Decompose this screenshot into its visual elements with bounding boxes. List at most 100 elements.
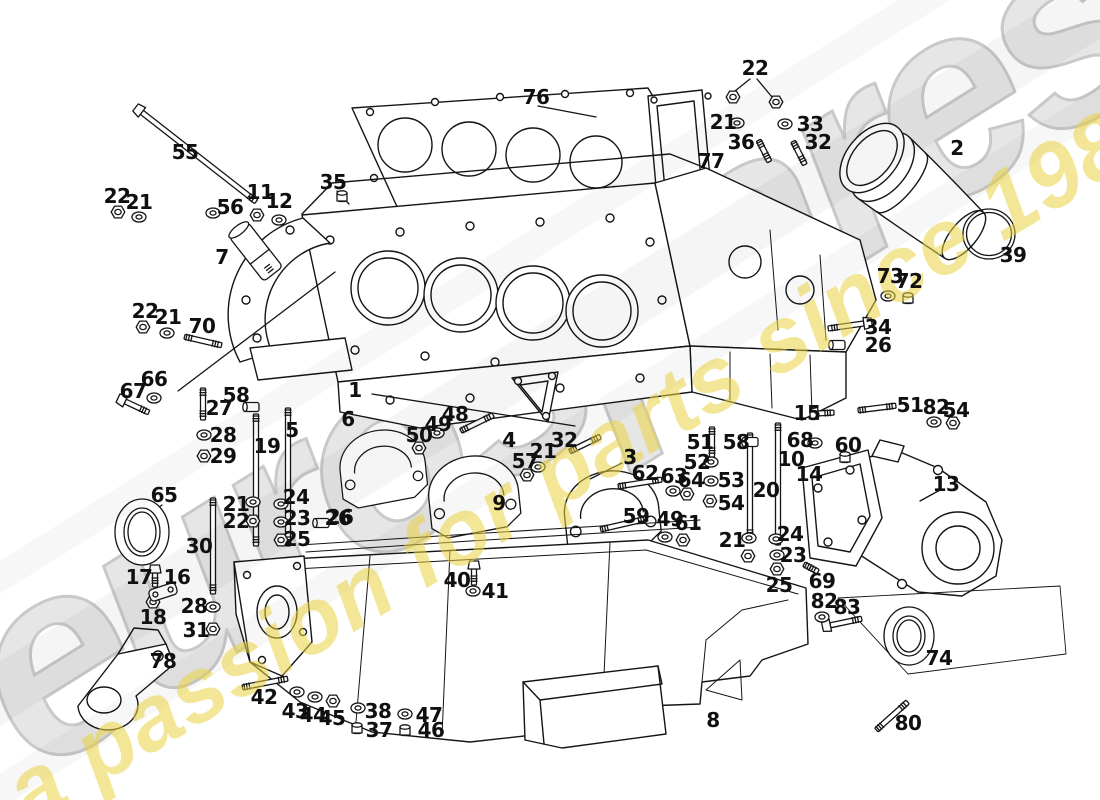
plug-icon bbox=[351, 722, 363, 735]
washer-icon bbox=[729, 117, 745, 129]
part-callout-68: 68 bbox=[786, 428, 814, 452]
part-callout-80: 80 bbox=[894, 711, 922, 735]
part-callout-44: 44 bbox=[299, 703, 327, 727]
part-callout-54: 54 bbox=[717, 491, 745, 515]
plug-icon bbox=[336, 190, 348, 203]
washer-icon bbox=[159, 327, 175, 339]
part-callout-28: 28 bbox=[209, 423, 237, 447]
part-callout-24: 24 bbox=[776, 522, 804, 546]
part-callout-36: 36 bbox=[727, 130, 755, 154]
plug-icon bbox=[839, 451, 851, 464]
part-callout-22: 22 bbox=[131, 299, 159, 323]
part-callout-65: 65 bbox=[150, 483, 178, 507]
stud-icon bbox=[183, 333, 223, 349]
washer-icon bbox=[814, 611, 830, 623]
part-callout-1: 1 bbox=[348, 378, 362, 402]
part-callout-21: 21 bbox=[125, 190, 153, 214]
part-callout-41: 41 bbox=[481, 579, 509, 603]
part-callout-16: 16 bbox=[163, 565, 191, 589]
part-callout-4: 4 bbox=[502, 428, 516, 452]
part-callout-37: 37 bbox=[365, 718, 393, 742]
washer-icon bbox=[205, 207, 221, 219]
stud-icon bbox=[756, 138, 772, 164]
nut-icon bbox=[249, 208, 265, 222]
part-callout-14: 14 bbox=[795, 462, 823, 486]
sleeve-icon bbox=[312, 517, 330, 529]
part-callout-8: 8 bbox=[706, 708, 720, 732]
part-callout-28: 28 bbox=[180, 594, 208, 618]
nut-icon bbox=[769, 562, 785, 576]
rear-cover-outline bbox=[837, 585, 1067, 675]
washer-icon bbox=[703, 456, 719, 468]
part-callout-24: 24 bbox=[282, 485, 310, 509]
nut-icon bbox=[110, 205, 126, 219]
part-callout-34: 34 bbox=[864, 315, 892, 339]
part-callout-56: 56 bbox=[216, 195, 244, 219]
washer-icon bbox=[926, 416, 942, 428]
washer-icon bbox=[131, 211, 147, 223]
nut-icon bbox=[675, 533, 691, 547]
part-callout-21: 21 bbox=[709, 110, 737, 134]
part-callout-52: 52 bbox=[683, 450, 711, 474]
part-callout-62: 62 bbox=[631, 461, 659, 485]
part-callout-11: 11 bbox=[246, 180, 274, 204]
oil-sump-part-8 bbox=[233, 539, 809, 749]
part-callout-12: 12 bbox=[265, 189, 293, 213]
part-callout-5: 5 bbox=[285, 418, 299, 442]
washer-icon bbox=[350, 702, 366, 714]
part-callout-53: 53 bbox=[717, 468, 745, 492]
sleeve-icon bbox=[741, 436, 759, 448]
part-callout-2: 2 bbox=[950, 136, 964, 160]
plate-icon bbox=[148, 582, 178, 602]
bolt-icon bbox=[467, 560, 481, 586]
part-callout-67: 67 bbox=[119, 379, 147, 403]
nut-icon bbox=[325, 694, 341, 708]
washer-icon bbox=[429, 427, 445, 439]
stud-icon bbox=[790, 139, 808, 167]
part-callout-23: 23 bbox=[779, 543, 807, 567]
bolt-icon bbox=[148, 564, 162, 588]
part-callout-45: 45 bbox=[318, 706, 346, 730]
washer-icon bbox=[271, 214, 287, 226]
part-callout-48: 48 bbox=[441, 402, 469, 426]
stud-icon bbox=[209, 497, 217, 595]
seal-icon bbox=[114, 498, 170, 566]
part-callout-55: 55 bbox=[171, 140, 199, 164]
washer-icon bbox=[245, 496, 261, 508]
nut-icon bbox=[245, 514, 261, 528]
part-callout-61: 61 bbox=[674, 511, 702, 535]
part-callout-21: 21 bbox=[718, 528, 746, 552]
part-callout-54: 54 bbox=[942, 398, 970, 422]
part-callout-58: 58 bbox=[222, 383, 250, 407]
part-callout-35: 35 bbox=[319, 170, 347, 194]
part-callout-17: 17 bbox=[125, 565, 153, 589]
part-callout-25: 25 bbox=[765, 573, 793, 597]
stud-icon bbox=[857, 402, 897, 414]
part-callout-30: 30 bbox=[185, 534, 213, 558]
part-callout-3: 3 bbox=[623, 445, 637, 469]
part-callout-47: 47 bbox=[415, 703, 443, 727]
part-callout-19: 19 bbox=[253, 434, 281, 458]
part-callout-76: 76 bbox=[522, 85, 550, 109]
part-callout-72: 72 bbox=[895, 269, 923, 293]
part-callout-49: 49 bbox=[424, 412, 452, 436]
part-callout-57: 57 bbox=[511, 449, 539, 473]
part-callout-15: 15 bbox=[793, 401, 821, 425]
stud-icon bbox=[199, 387, 207, 421]
part-callout-22: 22 bbox=[741, 56, 769, 80]
part-callout-69: 69 bbox=[808, 569, 836, 593]
bolt-icon bbox=[809, 406, 835, 421]
nut-icon bbox=[273, 533, 289, 547]
plug-icon bbox=[902, 292, 914, 305]
nut-icon bbox=[725, 90, 741, 104]
nut-icon bbox=[519, 468, 535, 482]
mount-bracket-part-78 bbox=[77, 627, 175, 731]
part-callout-23: 23 bbox=[283, 506, 311, 530]
part-callout-78: 78 bbox=[149, 649, 177, 673]
part-callout-6: 6 bbox=[341, 407, 355, 431]
part-callout-39: 39 bbox=[999, 243, 1027, 267]
part-callout-59: 59 bbox=[622, 504, 650, 528]
stud-icon bbox=[568, 433, 602, 455]
cylinder-liner-part-2 bbox=[839, 122, 987, 261]
